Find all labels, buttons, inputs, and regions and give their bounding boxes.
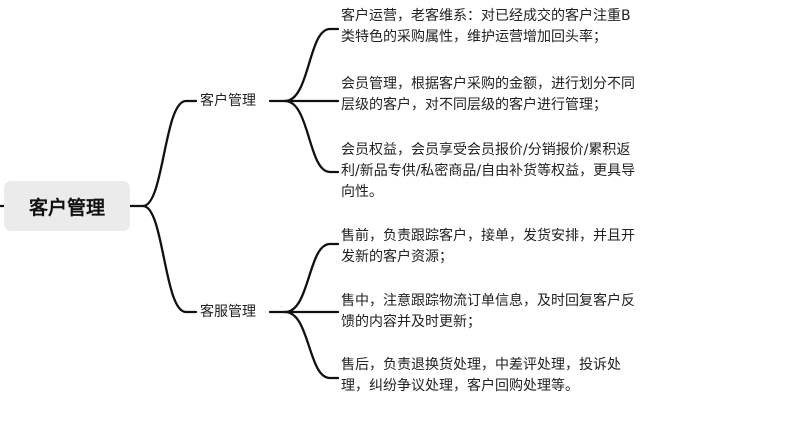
connector-root-to-branch-1: [128, 99, 198, 208]
leaf-text-line: 类特色的采购属性，维护运营增加回头率；: [341, 29, 607, 45]
leaf-node-in-sale[interactable]: 售中，注意跟踪物流订单信息，及时回复客户反 馈的内容并及时更新；: [341, 291, 635, 333]
leaf-text-line: 发新的客户资源；: [341, 249, 453, 265]
leaf-text-line: 利/新品专供/私密商品/自由补货等权益，更具导: [341, 163, 636, 179]
leaf-node-customer-operations[interactable]: 客户运营，老客维系：对已经成交的客户注重B 类特色的采购属性，维护运营增加回头率…: [341, 6, 631, 48]
leaf-text-line: 售后，负责退换货处理，中差评处理，投诉处: [341, 357, 621, 373]
connector-branch-2-to-leaf-1: [268, 242, 340, 314]
leaf-text-line: 理，纠纷争议处理，客户回购处理等。: [341, 378, 579, 394]
leaf-text-line: 会员权益，会员享受会员报价/分销报价/累积返: [341, 142, 631, 158]
leaf-text-line: 向性。: [341, 184, 383, 200]
leaf-text-line: 层级的客户，对不同层级的客户进行管理；: [341, 97, 607, 113]
connector-branch-1-to-leaf-3: [283, 99, 340, 174]
branch-node-customer-management[interactable]: 客户管理: [200, 93, 256, 109]
leaf-text-line: 馈的内容并及时更新；: [341, 314, 481, 330]
connector-branch-2-to-leaf-3: [283, 310, 340, 380]
leaf-node-member-benefits[interactable]: 会员权益，会员享受会员报价/分销报价/累积返 利/新品专供/私密商品/自由补货等…: [341, 140, 635, 203]
leaf-text-line: 客户运营，老客维系：对已经成交的客户注重B: [341, 8, 631, 24]
leaf-text-line: 售中，注意跟踪物流订单信息，及时回复客户反: [341, 293, 635, 309]
leaf-text-line: 会员管理，根据客户采购的金额，进行划分不同: [341, 76, 635, 92]
leaf-node-after-sale[interactable]: 售后，负责退换货处理，中差评处理，投诉处 理，纠纷争议处理，客户回购处理等。: [341, 355, 621, 397]
connector-branch-1-to-leaf-1: [268, 27, 340, 103]
root-node[interactable]: 客户管理: [4, 181, 130, 231]
leaf-node-member-management[interactable]: 会员管理，根据客户采购的金额，进行划分不同 层级的客户，对不同层级的客户进行管理…: [341, 74, 635, 116]
branch-node-customer-service[interactable]: 客服管理: [200, 304, 256, 320]
leaf-text-line: 售前，负责跟踪客户，接单，发货安排，并且开: [341, 228, 635, 244]
leaf-node-pre-sale[interactable]: 售前，负责跟踪客户，接单，发货安排，并且开 发新的客户资源；: [341, 226, 635, 268]
connector-root-to-branch-2: [141, 204, 198, 314]
